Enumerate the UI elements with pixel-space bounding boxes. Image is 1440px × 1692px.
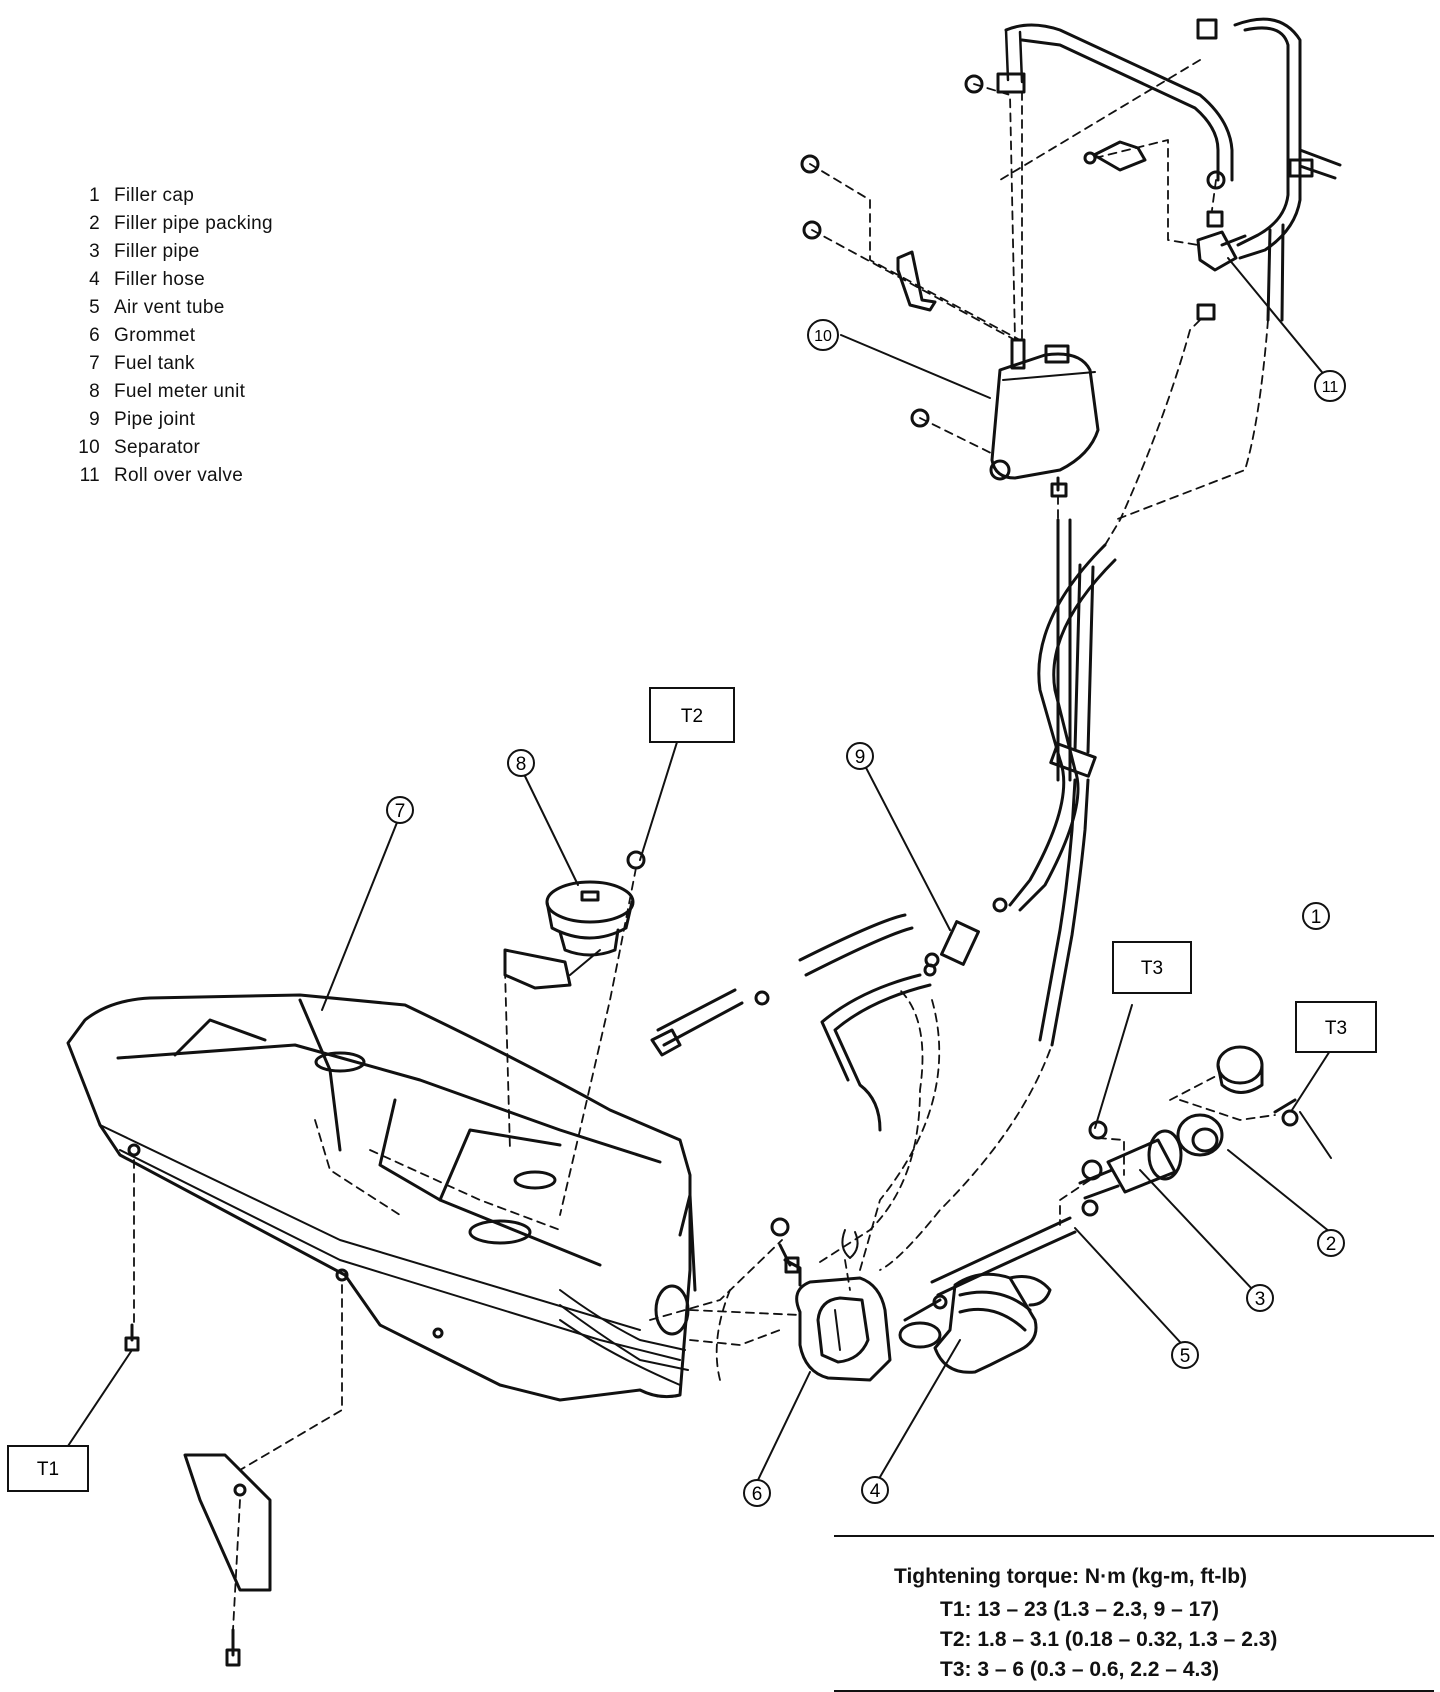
torque-spec-block: Tightening torque: N·m (kg-m, ft-lb) T1:… [834, 1535, 1434, 1685]
callout-10: 10 [807, 319, 839, 351]
center-fuel-pipes [820, 518, 1117, 1132]
svg-text:T2: T2 [681, 706, 703, 727]
torque-box-t2: T2 [649, 687, 735, 743]
fuel-tank [66, 993, 697, 1402]
torque-box-t3-right: T3 [1295, 1001, 1377, 1053]
torque-spec-divider [834, 1690, 1434, 1692]
torque-spec-row: T3: 3 – 6 (0.3 – 0.6, 2.2 – 4.3) [940, 1658, 1219, 1681]
assembly-guide-lines [133, 59, 1276, 1631]
callouts: 1 2 3 4 5 6 7 8 9 10 11 [386, 319, 1346, 1507]
callout-4: 4 [861, 1476, 889, 1504]
svg-text:10: 10 [814, 328, 832, 345]
filler-pipe-packing [1176, 1113, 1224, 1157]
torque-boxes: T1 T2 T3 T3 [7, 687, 1377, 1492]
air-vent-tube [930, 1199, 1099, 1297]
svg-text:6: 6 [752, 1484, 763, 1505]
callout-6: 6 [743, 1479, 771, 1507]
callout-3: 3 [1246, 1284, 1274, 1312]
svg-text:7: 7 [395, 801, 406, 822]
filler-cap [1216, 1045, 1299, 1127]
svg-text:T1: T1 [37, 1459, 59, 1480]
roll-over-valve [1083, 140, 1247, 321]
svg-text:11: 11 [1322, 379, 1339, 396]
svg-text:T3: T3 [1325, 1018, 1347, 1039]
svg-text:3: 3 [1255, 1289, 1266, 1310]
callout-11: 11 [1314, 370, 1346, 402]
filler-pipe [1078, 1120, 1183, 1200]
bolts [124, 1243, 800, 1667]
torque-spec-row: T1: 13 – 23 (1.3 – 2.3, 9 – 17) [940, 1598, 1220, 1621]
fuel-meter-unit [503, 850, 646, 990]
upper-vent-hoses [996, 17, 1342, 322]
callout-8: 8 [507, 749, 535, 777]
callout-2: 2 [1317, 1229, 1345, 1257]
filler-hose [898, 1272, 1052, 1374]
callout-9: 9 [846, 742, 874, 770]
torque-box-t3-left: T3 [1112, 941, 1192, 994]
torque-spec-row: T2: 1.8 – 3.1 (0.18 – 0.32, 1.3 – 2.3) [940, 1628, 1278, 1651]
svg-text:1: 1 [1311, 907, 1322, 928]
callout-1: 1 [1302, 902, 1330, 930]
torque-box-t1: T1 [7, 1445, 89, 1492]
separator-bracket [800, 74, 984, 428]
callout-7: 7 [386, 796, 414, 824]
svg-text:T3: T3 [1141, 958, 1163, 979]
torque-spec-title: Tightening torque: N·m (kg-m, ft-lb) [894, 1565, 1248, 1588]
svg-text:9: 9 [855, 747, 866, 768]
svg-text:8: 8 [516, 754, 527, 775]
callout-5: 5 [1171, 1341, 1199, 1369]
separator [989, 338, 1100, 498]
grommet [770, 1217, 892, 1382]
pipe-joint-assembly [650, 897, 1008, 1057]
leader-lines [67, 257, 1338, 1481]
svg-text:4: 4 [870, 1481, 881, 1502]
svg-text:2: 2 [1326, 1234, 1337, 1255]
svg-text:5: 5 [1180, 1346, 1191, 1367]
